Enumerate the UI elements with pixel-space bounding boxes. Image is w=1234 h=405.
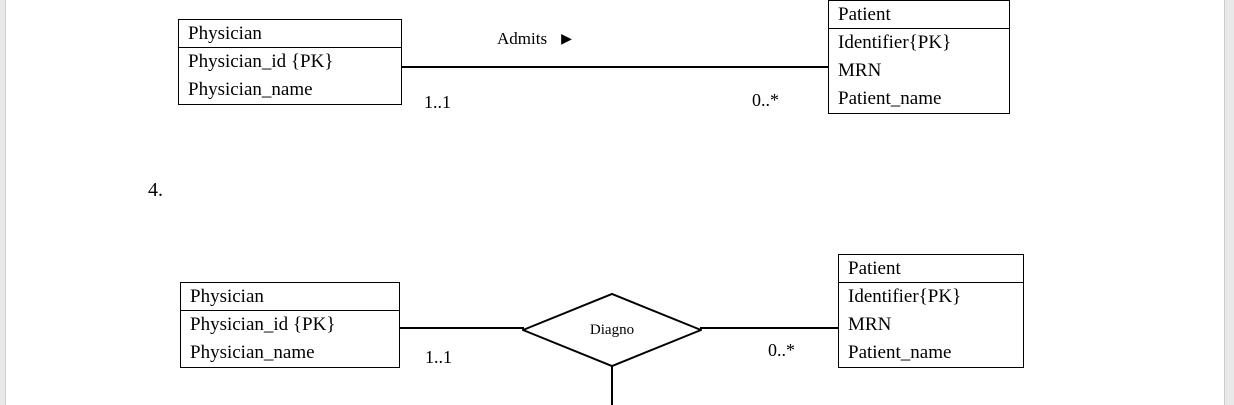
page-edge-left: [0, 0, 6, 405]
relationship-line-right: [700, 327, 838, 329]
entity-physician-bottom: Physician Physician_id {PK} Physician_na…: [180, 282, 400, 368]
entity-attribute: Physician_id {PK}: [188, 51, 334, 72]
cardinality-right-bottom: 0..*: [768, 340, 795, 360]
cardinality-right-top: 0..*: [752, 90, 779, 110]
entity-title: Patient: [839, 255, 1023, 283]
entity-attribute: MRN: [838, 60, 882, 81]
entity-attribute: Physician_name: [190, 342, 315, 363]
entity-title: Physician: [179, 20, 401, 48]
cardinality-left-bottom: 1..1: [425, 347, 452, 367]
relationship-line-left: [400, 327, 524, 329]
entity-patient-top: Patient Identifier{PK} MRN Patient_name: [828, 0, 1010, 114]
entity-attribute: Patient_name: [838, 88, 942, 109]
entity-attribute: Physician_id {PK}: [190, 314, 336, 335]
entity-attribute: Identifier{PK}: [848, 286, 962, 307]
page-edge-right: [1224, 0, 1234, 405]
list-item-number: 4.: [148, 179, 163, 201]
entity-attribute: Physician_name: [188, 79, 313, 100]
relationship-name: Admits: [497, 29, 548, 48]
relationship-diamond-diagno: Diagno: [520, 292, 704, 368]
relationship-line-stem: [611, 365, 613, 405]
cardinality-left-top: 1..1: [424, 92, 451, 112]
relationship-label-admits: Admits ▶: [497, 29, 572, 49]
entity-patient-bottom: Patient Identifier{PK} MRN Patient_name: [838, 254, 1024, 368]
right-triangle-icon: ▶: [561, 31, 572, 47]
entity-attribute: Identifier{PK}: [838, 32, 952, 53]
entity-title: Patient: [829, 1, 1009, 29]
diamond-shape-icon: [520, 292, 704, 368]
relationship-line-admits: [402, 66, 828, 68]
entity-attribute: Patient_name: [848, 342, 952, 363]
entity-physician-top: Physician Physician_id {PK} Physician_na…: [178, 19, 402, 105]
entity-attribute: MRN: [848, 314, 892, 335]
entity-title: Physician: [181, 283, 399, 311]
